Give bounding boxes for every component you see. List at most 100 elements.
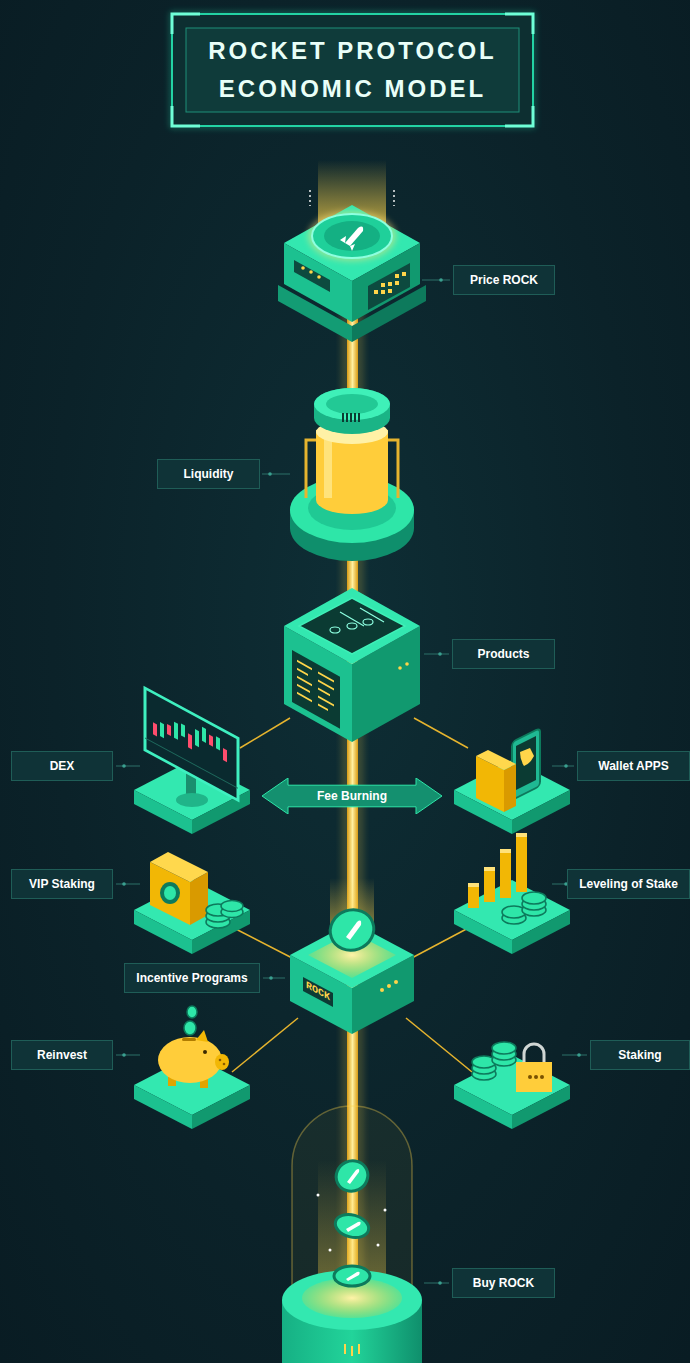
diagram-title: ROCKET PROTOCOL ECONOMIC MODEL [197,32,509,108]
leader-line-part [564,764,568,768]
price-block-part [301,266,305,270]
liquidity-tank-part-part [342,413,344,422]
products-cube [284,588,420,742]
dex-monitor-part-part [145,738,238,788]
leader-line-part [424,654,449,655]
price-block-part-part [381,283,385,287]
staking-lock-part [540,1075,544,1079]
products-cube-part-part [330,627,340,633]
price-block-part [312,214,392,258]
dex-monitor-part-part-part [174,722,178,740]
price-block-part-part [374,290,378,294]
dex-monitor-part-part-part [209,735,213,747]
leader-line-part [268,472,272,476]
price-block-part-part [388,289,392,293]
leader-line-part [577,1053,581,1057]
label-box: Leveling of Stake [567,869,690,899]
label-box: VIP Staking [11,869,113,899]
label-box: Wallet APPS [577,751,690,781]
wallet-app [454,728,570,1030]
buy-dome-part [329,1249,332,1252]
label-box: Liquidity [157,459,260,489]
title-box: ROCKET PROTOCOL ECONOMIC MODEL [186,28,519,112]
node-text: Liquidity [184,467,234,482]
products-cube-part-part-part [297,677,312,685]
vip-safe-part-part [221,901,243,912]
buy-dome-part [292,1106,412,1292]
products-cube-part-part [340,608,384,626]
staking-lock-part [472,1042,516,1080]
node-text: Leveling of Stake [579,877,678,892]
liquidity-tank-part [324,438,332,498]
incentive-machine [290,878,414,1034]
leveling-bars-part [500,849,511,853]
buy-dome-part-part [351,1346,353,1356]
buy-dome-part-part [346,1222,361,1232]
vip-safe-part [164,886,176,900]
dex-monitor-part-part-part [181,723,185,737]
buy-dome-part-part [331,1156,373,1197]
leader-line-part [263,978,285,979]
reinvest-piggy-part [182,1038,196,1041]
node-text: DEX [50,759,75,774]
leader-line-part [552,766,574,767]
branch-wire-part [232,1018,298,1072]
leader-line-part [122,764,126,768]
incentive-machine-part [387,984,391,988]
leveling-bars-part [502,892,546,924]
machine-label: ROCK [303,977,333,1007]
reinvest-piggy-part [203,1050,207,1054]
price-block-part-part [402,272,406,276]
dex-monitor-part-part [160,704,220,768]
buy-dome-part-part [334,1266,370,1286]
dex-monitor [134,688,250,834]
price-block-part [345,227,363,246]
leader-line-part [422,280,450,281]
leveling-bars-part-part [522,892,546,904]
reinvest-piggy [134,1006,250,1129]
price-block-part [309,190,311,206]
products-cube-part-part [297,661,334,714]
leveling-bars-part [516,836,527,892]
label-box: Price ROCK [453,265,555,295]
wallet-app-part [512,728,540,800]
staking-lock-part [534,1075,538,1079]
wallet-app-part [476,750,516,770]
label-box: DEX [11,751,113,781]
products-cube-part-part [292,650,340,729]
products-cube-part-part-part [318,681,334,690]
price-block-part-part [395,281,399,285]
leader-line-part [439,278,443,282]
price-block-part [309,270,313,274]
node-text: Price ROCK [470,273,538,288]
reinvest-piggy-part [196,1030,208,1042]
dex-monitor-part [176,793,208,807]
vip-safe-part [160,882,180,904]
leader-line-part [562,1055,587,1056]
price-block-part [340,236,355,251]
node-text: Fee Burning [317,789,387,804]
incentive-machine-part [380,988,384,992]
products-cube-part-part-part [318,673,334,682]
reinvest-piggy-part-part [187,1006,197,1018]
dex-monitor-part-part [153,704,227,774]
leader-line-part [438,1281,442,1285]
buy-dome-part [344,1344,360,1356]
products-cube-part-part-part [297,693,312,701]
label-box: Staking [590,1040,690,1070]
liquidity-tank-part-part [350,413,352,422]
incentive-machine-part [346,921,361,940]
liquidity-tank-part-part [354,413,356,422]
title-frame-part [172,14,533,126]
products-cube-part-part-part [297,685,310,692]
dex-monitor-part-part-part [160,722,164,738]
price-block-part-part [381,290,385,294]
node-text: Staking [618,1048,661,1063]
buy-dome-part [318,1160,386,1290]
buy-dome [282,1106,422,1363]
branch-wire-part [408,925,474,960]
products-cube-part [398,666,402,670]
reinvest-piggy-part [184,1006,197,1035]
